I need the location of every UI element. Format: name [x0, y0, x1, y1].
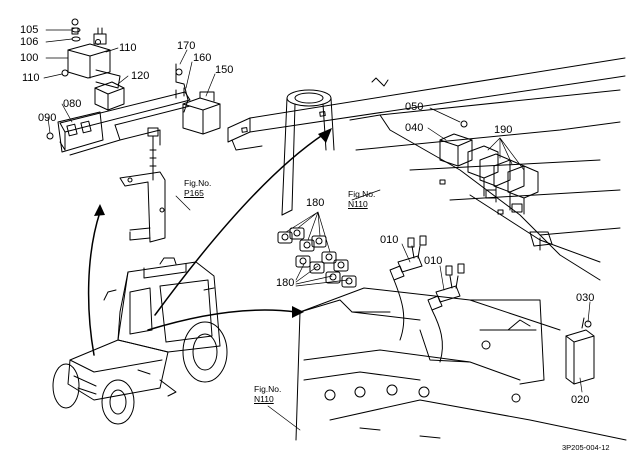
relay-120 — [94, 81, 125, 111]
switch-010-upper — [389, 235, 427, 341]
part-label-040: 040 — [405, 122, 424, 134]
part-label-010-right: 010 — [424, 255, 443, 267]
part-label-180-upper: 180 — [306, 197, 325, 209]
part-label-105: 105 — [20, 24, 39, 36]
part-label-110-lower: 110 — [22, 72, 40, 84]
washer-106 — [71, 36, 81, 42]
flasher-150 — [182, 91, 221, 135]
lower-chassis — [295, 287, 627, 441]
connector-group-180 — [277, 227, 357, 288]
part-label-170: 170 — [177, 40, 196, 52]
unit-020 — [565, 317, 595, 385]
fig-ref-n110-lower: Fig.No. N110 — [254, 384, 281, 404]
fig-ref-p165: Fig.No. P165 — [184, 178, 211, 198]
relay-bracket-assembly — [57, 87, 191, 243]
bolt-050 — [460, 120, 468, 128]
part-label-080: 080 — [63, 98, 82, 110]
part-label-180-lower: 180 — [276, 277, 295, 289]
frame-structure — [227, 57, 626, 281]
arrowheads — [94, 128, 332, 318]
part-label-030: 030 — [576, 292, 595, 304]
part-label-110-upper: 110 — [119, 42, 137, 54]
nut-105 — [71, 27, 81, 33]
part-label-100: 100 — [20, 52, 39, 64]
callout-arrows — [87, 133, 325, 356]
fig-ref-n110-upper-line1: Fig.No. — [348, 189, 376, 199]
part-label-190: 190 — [494, 124, 513, 136]
part-label-020: 020 — [571, 394, 590, 406]
part-label-120: 120 — [131, 70, 150, 82]
part-label-010-left: 010 — [380, 234, 399, 246]
fig-ref-p165-line2: P165 — [184, 188, 204, 198]
bolt-170 — [175, 63, 189, 113]
fig-ref-n110-upper-line2: N110 — [348, 199, 368, 209]
fig-ref-n110-upper: Fig.No. N110 — [348, 189, 375, 209]
relay-100 — [67, 18, 121, 89]
bolt-110 — [61, 39, 101, 77]
fig-ref-p165-line1: Fig.No. — [184, 178, 212, 188]
relay-group-190 — [467, 145, 539, 215]
fig-ref-n110-lower-line1: Fig.No. — [254, 384, 282, 394]
leader-lines — [43, 29, 591, 431]
part-label-106: 106 — [20, 36, 39, 48]
switch-010-lower — [427, 263, 465, 363]
part-label-160: 160 — [193, 52, 212, 64]
tractor-overview — [52, 257, 228, 425]
bolt-090 — [46, 132, 54, 140]
relay-040 — [439, 133, 473, 167]
part-label-090: 090 — [38, 112, 57, 124]
part-label-150: 150 — [215, 64, 234, 76]
fig-ref-n110-lower-line2: N110 — [254, 394, 274, 404]
part-label-050: 050 — [405, 101, 424, 113]
figure-code: 3P205-004-12 — [562, 443, 610, 452]
